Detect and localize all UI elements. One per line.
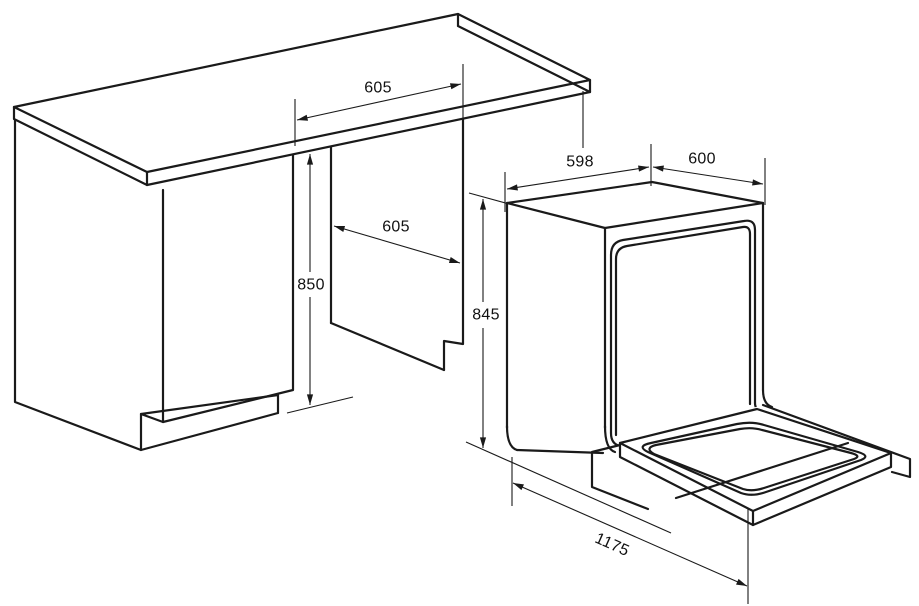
niche-floor-edge bbox=[329, 321, 446, 372]
dim-label-niche-height: 850 bbox=[297, 277, 325, 294]
body-left-face-fill bbox=[507, 203, 605, 450]
body-front-face-fill bbox=[605, 203, 763, 448]
cabinet-plinth bbox=[139, 393, 280, 452]
dim-label-dishwasher-height: 845 bbox=[472, 307, 500, 324]
foot-front-left bbox=[603, 424, 617, 454]
door-seal-outer bbox=[641, 421, 867, 496]
niche-right-wall bbox=[442, 117, 465, 372]
dim-label-dishwasher-width: 600 bbox=[688, 151, 716, 168]
counter-drawing: 605 605 850 bbox=[12, 12, 592, 452]
cabinet-front-face bbox=[161, 153, 295, 424]
counter-worktop-silhouette bbox=[12, 12, 592, 187]
dim-label-counter-top-width: 605 bbox=[364, 80, 392, 97]
dim-counter-top-width: 605 bbox=[294, 64, 464, 146]
top-extension-line bbox=[468, 192, 510, 205]
door-opening-frame-outer bbox=[609, 219, 757, 435]
dim-label-niche-width: 605 bbox=[382, 219, 410, 236]
dimension-line bbox=[506, 165, 650, 191]
dim-dishwasher-depth: 598 bbox=[504, 144, 652, 212]
body-bottom-edge bbox=[515, 448, 605, 455]
door-opening-frame-inner bbox=[614, 225, 752, 437]
foot-right bbox=[761, 388, 774, 409]
dim-label-dishwasher-depth: 598 bbox=[566, 154, 594, 171]
dim-niche-height: 850 bbox=[286, 153, 354, 414]
open-door-top-edges bbox=[618, 441, 893, 527]
extension-line bbox=[294, 64, 464, 146]
dim-label-dishwasher-depth-door-open: 1175 bbox=[592, 530, 631, 560]
dishwasher-drawing: 598 600 845 1175 bbox=[465, 144, 912, 604]
dim-dishwasher-width: 600 bbox=[652, 151, 766, 205]
foot-back-left bbox=[505, 424, 519, 452]
floor-extension-line bbox=[286, 396, 354, 414]
door-seal-inner bbox=[648, 427, 859, 492]
extension-line bbox=[504, 144, 652, 212]
dimension-line bbox=[333, 225, 461, 264]
dim-niche-width: 605 bbox=[333, 219, 461, 264]
dimension-line bbox=[296, 83, 462, 121]
counter-worktop-right-band-edge bbox=[456, 12, 592, 94]
dimension-line bbox=[652, 165, 764, 186]
dimension-line bbox=[512, 482, 748, 587]
